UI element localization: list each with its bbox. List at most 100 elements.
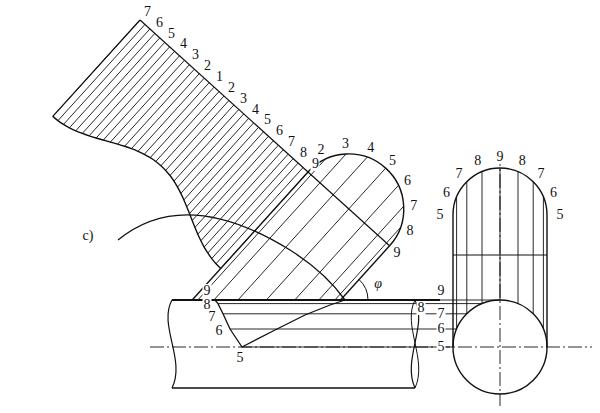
- branch-generator: [456, 197, 457, 329]
- callout-number: 4: [179, 37, 188, 51]
- development-hatch: [110, 60, 184, 142]
- callout-number: 8: [417, 301, 426, 315]
- callout-number: 5: [388, 154, 397, 168]
- callout-number: 2: [227, 81, 236, 95]
- callout-number: 5: [263, 113, 272, 127]
- callout-number: 5: [437, 340, 446, 354]
- callout-number: 7: [409, 199, 418, 213]
- angle-label: φ: [373, 277, 383, 291]
- development-hatch: [76, 38, 160, 131]
- development-hatch: [118, 65, 190, 144]
- intersection-curve: [215, 300, 345, 347]
- development-hatch: [82, 42, 164, 133]
- branch-outline: [452, 215, 453, 347]
- callout-number: 9: [311, 157, 320, 171]
- branch-generator: [482, 172, 483, 304]
- pipe-generator: [295, 185, 399, 300]
- callout-number: 3: [341, 137, 350, 151]
- angle-arc: [359, 279, 368, 300]
- pipe-generator: [319, 206, 404, 300]
- development-hatch: [156, 92, 219, 162]
- callout-number: 6: [437, 322, 446, 336]
- pipe-generator: [192, 172, 308, 300]
- callout-number: 9: [203, 284, 212, 298]
- development-hatch: [89, 47, 170, 136]
- callout-number: 5: [556, 208, 565, 222]
- development-hatch: [181, 118, 249, 193]
- branch-generator: [543, 197, 544, 329]
- callout-number: 5: [236, 351, 245, 365]
- callout-number: 6: [549, 186, 558, 200]
- pipe-generator: [341, 246, 390, 300]
- pipe-generator: [198, 159, 325, 300]
- pipe-generator: [335, 227, 401, 300]
- development-hatch: [212, 163, 298, 258]
- development-hatch: [58, 24, 145, 120]
- center-line: [500, 152, 501, 406]
- pipe-outline: [172, 387, 415, 388]
- development-hatch: [184, 123, 254, 200]
- callout-number: 1: [215, 70, 224, 84]
- pipe-generator: [238, 157, 367, 300]
- development-hatch: [190, 132, 264, 214]
- callout-number: 5: [436, 208, 445, 222]
- callout-number: 7: [437, 307, 446, 321]
- callout-number: 6: [155, 16, 164, 30]
- development-hatch: [178, 114, 244, 187]
- callout-number: 6: [275, 124, 284, 138]
- callout-number: 6: [442, 186, 451, 200]
- view-label: c): [82, 229, 95, 243]
- callout-number: 6: [403, 174, 412, 188]
- branch-generator: [518, 172, 519, 304]
- callout-number: 3: [191, 48, 200, 62]
- center-line: [150, 347, 592, 348]
- projection-line: [215, 300, 500, 301]
- branch-outline: [546, 215, 547, 347]
- callout-number: 4: [251, 103, 260, 117]
- development-hatch: [198, 145, 279, 234]
- development-hatch: [125, 69, 195, 146]
- projection-line: [223, 313, 467, 314]
- pipe-section-circle: [453, 300, 547, 394]
- break-line: [168, 300, 176, 388]
- development-hatch: [166, 100, 229, 170]
- branch-generator: [500, 168, 501, 300]
- pipe-generator: [266, 168, 385, 300]
- development-hatch: [201, 150, 283, 241]
- projection-line: [242, 347, 453, 348]
- development-hatch: [187, 127, 259, 206]
- callout-number: 9: [496, 150, 505, 164]
- development-hatch: [208, 159, 293, 253]
- callout-number: 8: [518, 154, 527, 168]
- development-hatch: [53, 20, 140, 116]
- development-hatch: [69, 33, 154, 127]
- callout-number: 5: [167, 27, 176, 41]
- callout-number: 8: [473, 154, 482, 168]
- callout-number: 3: [239, 92, 248, 106]
- callout-number: 8: [406, 224, 415, 238]
- callout-number: 8: [299, 146, 308, 160]
- development-hatch: [204, 154, 288, 247]
- callout-number: 7: [454, 167, 463, 181]
- branch-generator: [466, 182, 467, 314]
- callout-number: 7: [208, 310, 217, 324]
- projection-line: [218, 303, 482, 304]
- callout-number: 4: [366, 141, 375, 155]
- branch-generator: [533, 182, 534, 314]
- callout-number: 7: [537, 167, 546, 181]
- callout-number: 2: [316, 143, 325, 157]
- projection-line: [230, 329, 457, 330]
- development-hatch: [63, 29, 149, 124]
- callout-number: 7: [287, 135, 296, 149]
- stretch-out-line: [140, 20, 308, 172]
- callout-number: 7: [143, 5, 152, 19]
- development-edge: [53, 20, 140, 116]
- development-curve: [53, 116, 221, 268]
- development-hatch: [161, 96, 224, 166]
- intersection-curve: [118, 215, 345, 300]
- development-hatch: [131, 74, 199, 149]
- callout-number: 2: [203, 59, 212, 73]
